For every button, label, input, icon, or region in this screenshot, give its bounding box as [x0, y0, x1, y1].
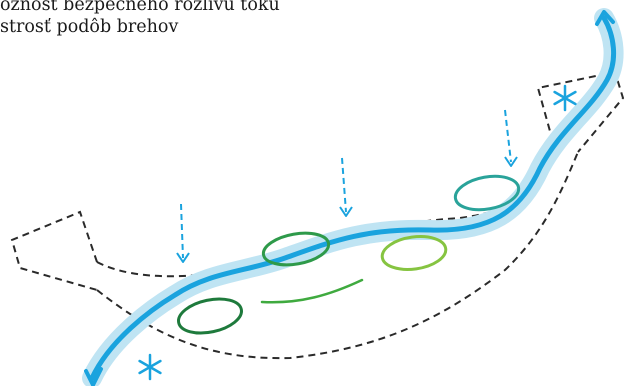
- down-arrow-icon: [341, 157, 347, 213]
- floodplain-boundary: [10, 70, 625, 360]
- side-pocket-left: [10, 210, 98, 291]
- wetland-ellipse-mid-green: [261, 231, 331, 267]
- down-arrow-icon: [504, 109, 512, 163]
- wetland-ellipse-light-green: [380, 235, 448, 271]
- snowflake-icon: [138, 353, 162, 381]
- caption-line-1: ožnosť bezpečného rozlivu toku: [0, 0, 280, 15]
- river-arrowhead-downstream: [84, 367, 103, 386]
- wetland-ellipse-dark-green: [177, 297, 243, 335]
- river-arrowhead-upstream: [595, 10, 615, 26]
- inflow-arrow: [504, 109, 518, 167]
- inflow-arrow: [176, 203, 190, 263]
- caption: ožnosť bezpečného rozlivu toku strosť po…: [0, 0, 280, 38]
- wetland-ellipse-teal: [453, 174, 521, 212]
- bank-line: [260, 278, 364, 304]
- river-halo: [82, 8, 624, 386]
- floodplain-lower-edge: [96, 151, 579, 360]
- inflow-arrow: [339, 157, 353, 217]
- snowflake-icon: [553, 84, 577, 112]
- down-arrow-icon: [180, 203, 184, 259]
- river-channel: [89, 15, 617, 381]
- caption-line-2: strosť podôb brehov: [0, 17, 179, 37]
